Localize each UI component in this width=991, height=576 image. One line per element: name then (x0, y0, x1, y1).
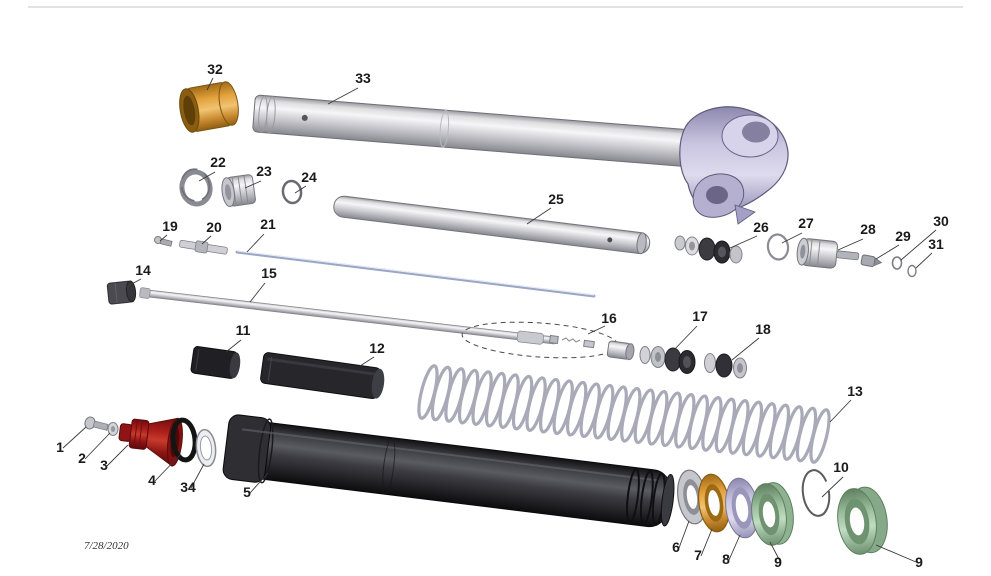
label-17: 17 (692, 308, 708, 324)
label-13: 13 (847, 383, 863, 399)
label-22: 22 (210, 154, 226, 170)
label-10: 10 (833, 459, 849, 475)
part-5-lower-tube (222, 414, 675, 528)
part-2-washer (107, 422, 119, 436)
label-3: 3 (100, 457, 108, 473)
label-19: 19 (162, 218, 178, 234)
label-26: 26 (753, 219, 769, 235)
label-16: 16 (601, 310, 617, 326)
label-21: 21 (260, 216, 276, 232)
label-31: 31 (928, 236, 944, 252)
part-23-top-cap (221, 174, 256, 208)
label-14: 14 (135, 262, 151, 278)
part-24-oring (281, 179, 303, 205)
part-9-seal-b (837, 486, 888, 555)
leader-lines (62, 77, 937, 564)
part-22-lock-ring (179, 168, 213, 207)
part-4-oring (170, 417, 198, 463)
part-6-ring (677, 469, 707, 525)
part-29-fitting (860, 254, 883, 267)
part-27-oring (766, 233, 790, 261)
label-2: 2 (78, 450, 86, 466)
crown-casting (679, 106, 789, 225)
part-34-washer (195, 428, 217, 468)
label-5: 5 (243, 484, 251, 500)
part-31-oring (907, 264, 917, 278)
part-labels: 32 33 22 23 24 25 19 20 21 26 27 28 29 3… (56, 61, 949, 570)
part-25-mid-tube (333, 195, 651, 255)
part-1-bolt (84, 416, 109, 431)
label-34: 34 (180, 479, 196, 495)
part-20-shaft (179, 239, 228, 255)
part-33-upper-tube (252, 94, 789, 225)
part-13-coil-spring (417, 364, 831, 464)
label-25: 25 (548, 191, 564, 207)
label-12: 12 (369, 340, 385, 356)
label-6: 6 (672, 539, 680, 555)
label-29: 29 (895, 228, 911, 244)
label-24: 24 (301, 169, 317, 185)
label-1: 1 (56, 439, 64, 455)
part-10-snap-ring (801, 469, 831, 517)
part-9-seal-a (751, 482, 794, 546)
part-12-tube-spacer (260, 352, 385, 399)
label-32: 32 (207, 61, 223, 77)
label-4: 4 (148, 472, 156, 488)
part-15-damper-rod (139, 287, 558, 345)
label-20: 20 (206, 219, 222, 235)
part-8-seal (725, 477, 759, 539)
part-14-nut (106, 280, 137, 305)
part-28-rebound-adjuster (796, 237, 860, 269)
label-9a: 9 (774, 554, 782, 570)
label-28: 28 (860, 221, 876, 237)
label-33: 33 (355, 70, 371, 86)
label-7: 7 (694, 547, 702, 563)
part-11-spacer (190, 346, 241, 379)
date-stamp: 7/28/2020 (84, 540, 129, 552)
part-32-bushing (179, 81, 239, 133)
label-15: 15 (261, 265, 277, 281)
label-9b: 9 (915, 554, 923, 570)
part-30-oring (891, 256, 903, 270)
part-16-hardware (548, 334, 595, 349)
label-8: 8 (722, 551, 730, 567)
part-18-washer-stack (704, 353, 747, 379)
label-18: 18 (755, 321, 771, 337)
label-30: 30 (933, 213, 949, 229)
label-27: 27 (798, 215, 814, 231)
label-23: 23 (256, 163, 272, 179)
part-26-valve-stack (674, 235, 743, 264)
label-11: 11 (236, 322, 251, 338)
part-19-screw (154, 236, 173, 247)
part-21-push-rod (235, 250, 596, 298)
part-17-piston-assembly (606, 340, 696, 374)
part-7-bushing (698, 473, 730, 533)
